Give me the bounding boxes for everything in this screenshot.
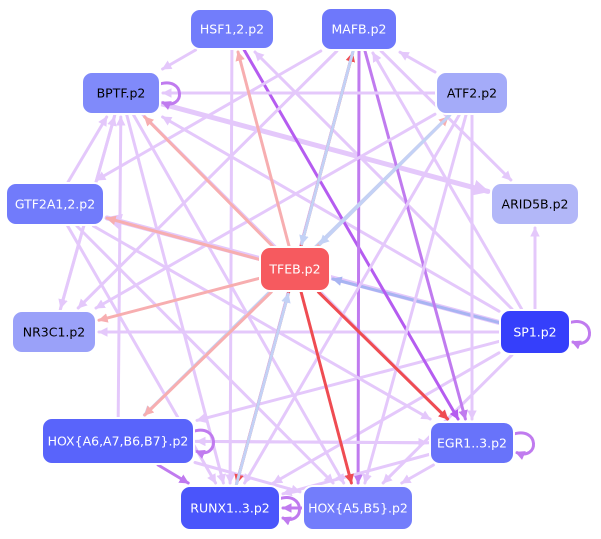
- node-box-egr1[interactable]: [429, 421, 515, 465]
- self-loop-bptf: [157, 81, 181, 110]
- edge-tfeb-to-gtf2a1: [105, 215, 261, 261]
- node-label-hox_a5: HOX{A5,B5}.p2: [308, 501, 408, 516]
- node-label-nr3c1: NR3C1.p2: [23, 325, 86, 340]
- node-tfeb[interactable]: TFEB.p2: [259, 246, 331, 292]
- edge-gtf2a1-to-bptf: [66, 115, 109, 184]
- node-box-mafb[interactable]: [320, 7, 398, 51]
- edge-mafb-to-gtf2a1: [95, 49, 323, 182]
- node-hox_a6[interactable]: HOX{A6,A7,B6,B7}.p2: [41, 417, 195, 465]
- node-label-mafb: MAFB.p2: [332, 22, 387, 37]
- edge-egr1-to-hox_a6: [195, 436, 431, 447]
- edge-hsf1-to-egr1: [242, 48, 460, 421]
- edge-atf2-to-nr3c1: [94, 112, 437, 310]
- edge-atf2-to-mafb: [398, 50, 437, 74]
- node-box-gtf2a1[interactable]: [5, 182, 105, 226]
- self-loops-layer: [157, 81, 591, 526]
- edge-atf2-to-runx1: [243, 113, 461, 485]
- edge-hox_a6-to-hox_a5: [193, 461, 302, 495]
- self-loop-runx1: [277, 496, 301, 526]
- edge-runx1-to-tfeb: [234, 292, 291, 487]
- node-arid5b[interactable]: ARID5B.p2: [490, 182, 580, 226]
- edge-tfeb-to-egr1: [316, 290, 450, 421]
- edge-mafb-to-arid5b: [379, 49, 513, 182]
- node-label-gtf2a1: GTF2A1,2.p2: [15, 197, 95, 212]
- node-hsf1[interactable]: HSF1,2.p2: [189, 8, 275, 50]
- edge-egr1-to-hox_a5: [400, 463, 435, 485]
- node-gtf2a1[interactable]: GTF2A1,2.p2: [5, 182, 105, 226]
- node-label-atf2: ATF2.p2: [447, 86, 497, 101]
- edge-bptf-to-hox_a5: [132, 113, 346, 485]
- edge-tfeb-to-hox_a6: [143, 290, 273, 417]
- node-box-atf2[interactable]: [435, 71, 509, 115]
- node-runx1[interactable]: RUNX1..3.p2: [179, 485, 281, 531]
- node-label-arid5b: ARID5B.p2: [502, 197, 569, 212]
- edge-tfeb-to-hsf1: [235, 50, 291, 248]
- edge-mafb-to-hox_a5: [353, 49, 363, 485]
- node-nr3c1[interactable]: NR3C1.p2: [11, 310, 97, 354]
- node-box-hox_a5[interactable]: [302, 485, 414, 531]
- edge-sp1-to-bptf: [161, 115, 501, 313]
- edge-tfeb-to-hox_a5: [299, 290, 354, 485]
- self-loop-hox_a6: [191, 428, 215, 459]
- node-label-tfeb: TFEB.p2: [268, 262, 320, 277]
- edge-gtf2a1-to-egr1: [91, 224, 432, 421]
- node-mafb[interactable]: MAFB.p2: [320, 7, 398, 51]
- node-atf2[interactable]: ATF2.p2: [435, 71, 509, 115]
- edge-bptf-to-arid5b: [158, 101, 491, 196]
- edge-hsf1-to-bptf: [161, 48, 198, 71]
- node-sp1[interactable]: SP1.p2: [499, 309, 571, 355]
- node-box-sp1[interactable]: [499, 309, 571, 355]
- edge-atf2-to-tfeb: [318, 113, 452, 246]
- node-label-hsf1: HSF1,2.p2: [200, 22, 264, 37]
- node-label-sp1: SP1.p2: [513, 325, 556, 340]
- node-egr1[interactable]: EGR1..3.p2: [429, 421, 515, 465]
- node-label-runx1: RUNX1..3.p2: [190, 501, 269, 516]
- node-label-hox_a6: HOX{A6,A7,B6,B7}.p2: [48, 434, 189, 449]
- node-box-hox_a6[interactable]: [41, 417, 195, 465]
- node-box-hsf1[interactable]: [189, 8, 275, 50]
- edge-hsf1-to-runx1: [225, 48, 235, 485]
- node-box-bptf[interactable]: [81, 71, 161, 115]
- edge-mafb-to-egr1: [363, 49, 468, 421]
- edge-mafb-to-tfeb: [299, 49, 355, 246]
- edge-tfeb-to-nr3c1: [97, 276, 261, 323]
- edge-tfeb-to-bptf: [143, 115, 274, 248]
- node-box-nr3c1[interactable]: [11, 310, 97, 354]
- edge-atf2-to-hox_a5: [362, 113, 468, 485]
- node-box-runx1[interactable]: [179, 485, 281, 531]
- node-label-bptf: BPTF.p2: [97, 86, 146, 101]
- edge-hox_a6-to-bptf: [115, 115, 126, 419]
- node-hox_a5[interactable]: HOX{A5,B5}.p2: [302, 485, 414, 531]
- edge-hox_a6-to-runx1: [156, 463, 190, 485]
- node-box-tfeb[interactable]: [259, 246, 331, 292]
- self-loop-egr1: [511, 431, 535, 460]
- node-bptf[interactable]: BPTF.p2: [81, 71, 161, 115]
- node-label-egr1: EGR1..3.p2: [437, 436, 507, 451]
- node-box-arid5b[interactable]: [490, 182, 580, 226]
- self-loop-sp1: [567, 320, 591, 350]
